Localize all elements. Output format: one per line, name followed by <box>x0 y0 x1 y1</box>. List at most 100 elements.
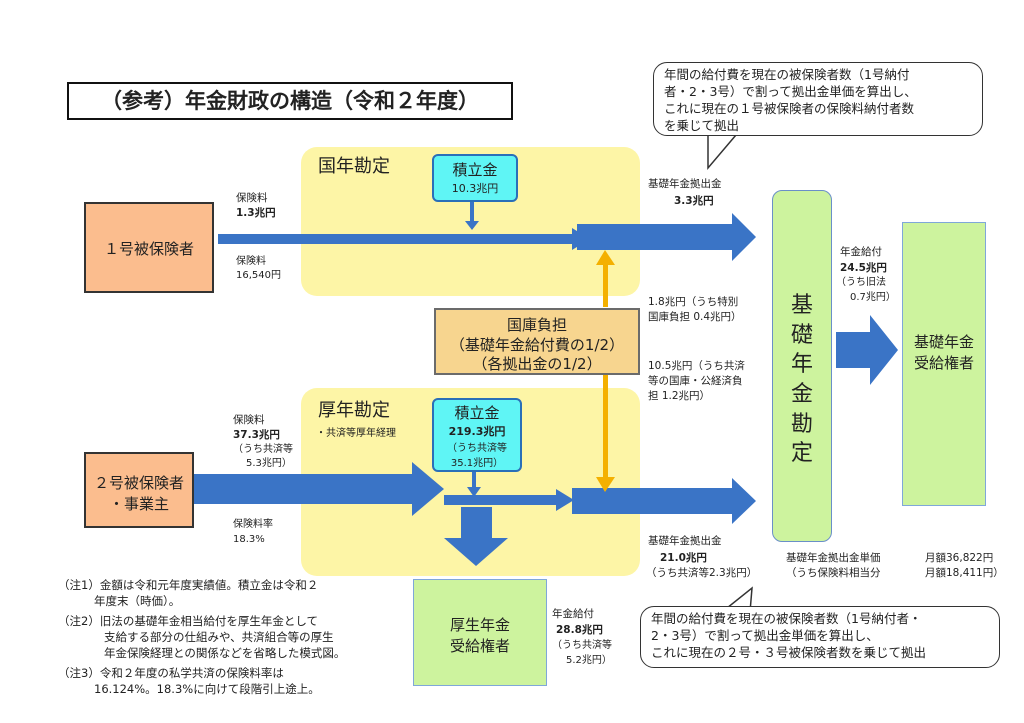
contribution-national-arrow <box>577 213 756 261</box>
note2-line2: 支給する部分の仕組みや、共済組合等の厚生 <box>104 630 334 644</box>
contribution-employee-note: （うち共済等2.3兆円） <box>646 567 758 579</box>
contribution-employee-value: 21.0兆円 <box>660 552 707 564</box>
insured1-label: １号被保険者 <box>103 240 194 258</box>
basic-account-char-2: 礎 <box>790 322 813 348</box>
unit-price-label2: （うち保険料相当分 <box>786 567 881 579</box>
employee-recipients-box: 厚生年金 受給権者 <box>413 579 547 686</box>
national-reserve-box: 積立金 10.3兆円 <box>432 154 518 202</box>
note1-line1: （注1）金額は令和元年度実績値。積立金は令和２ <box>58 578 319 592</box>
bubble-top-line1: 年間の給付費を現在の被保険者数（1号納付 <box>664 67 910 82</box>
bubble-bottom-line2: 2・3号）で割って拠出金単価を算出し、 <box>651 627 879 643</box>
bubble-top: 年間の給付費を現在の被保険者数（1号納付 者・2・3号）で割って拠出金単価を算出… <box>653 62 983 136</box>
inner-arrowhead <box>556 489 574 511</box>
basic-recipients-box: 基礎年金 受給権者 <box>902 222 986 506</box>
employee-benefit-note2: 5.2兆円） <box>566 655 612 666</box>
basic-account-char-5: 勘 <box>790 411 813 437</box>
contribution-employee-arrow <box>572 478 756 524</box>
page-title: （参考）年金財政の構造（令和２年度） <box>67 82 513 120</box>
insured1-box: １号被保険者 <box>84 202 214 293</box>
kokko-line2: （基礎年金給付費の1/2） <box>449 335 625 354</box>
bubble-top-line2: 者・2・3号）で割って拠出金単価を算出し、 <box>664 83 917 99</box>
basic-benefit-arrow <box>836 315 898 385</box>
employee-reserve-note2: 35.1兆円） <box>450 458 504 469</box>
note2-line3: 年金保険経理との関係などを省略した模式図。 <box>104 646 346 660</box>
note2-line1: （注2）旧法の基礎年金相当給付を厚生年金として <box>58 614 318 628</box>
insured2-label-line1: ２号被保険者 <box>93 474 184 492</box>
kokko-box: 国庫負担 （基礎年金給付費の1/2） （各拠出金の1/2） <box>434 308 640 375</box>
kokko-down-arrow-shaft <box>603 375 608 480</box>
employee-reserve-box: 積立金 219.3兆円 （うち共済等 35.1兆円） <box>432 398 522 472</box>
employee-benefit-arrow <box>444 507 508 566</box>
unit-price-value1: 月額36,822円 <box>925 552 994 564</box>
kokko-up-arrowhead <box>596 250 615 265</box>
insured2-premium-note2: 5.3兆円） <box>246 458 292 469</box>
national-reserve-label: 積立金 <box>452 161 498 179</box>
kokko-line1: 国庫負担 <box>506 316 567 334</box>
note3-line2: 16.124%。18.3%に向けて段階引上途上。 <box>94 682 320 696</box>
employee-account-sublabel: ・共済等厚年経理 <box>316 428 396 439</box>
bubble-bottom-line3: これに現在の２号・３号被保険者数を乗じて拠出 <box>651 644 927 660</box>
employee-recipients-line1: 厚生年金 <box>449 616 510 634</box>
contribution-national-value: 3.3兆円 <box>674 195 714 207</box>
kokko-lower-note2: 等の国庫・公経済負 <box>648 375 743 387</box>
employee-reserve-value: 219.3兆円 <box>448 425 506 438</box>
kokko-lower-note3: 担 1.2兆円） <box>648 390 711 402</box>
national-account-label: 国年勘定 <box>318 156 390 177</box>
insured2-label-line2: ・事業主 <box>108 495 169 513</box>
basic-account-char-3: 年 <box>790 352 813 378</box>
basic-recipients-line1: 基礎年金 <box>913 333 974 351</box>
reserve2-arrowhead <box>467 487 481 497</box>
insured1-monthly-label: 保険料 <box>236 256 266 267</box>
kokko-up-arrow-shaft <box>603 262 608 307</box>
employee-reserve-note1: （うち共済等 <box>447 443 507 454</box>
basic-account-box: 基 礎 年 金 勘 定 <box>772 190 832 542</box>
kokko-line3: （各拠出金の1/2） <box>472 355 602 373</box>
employee-benefit-value: 28.8兆円 <box>556 624 603 636</box>
basic-account-char-6: 定 <box>790 441 813 467</box>
premium2-arrow <box>193 462 444 516</box>
insured1-premium-value: 1.3兆円 <box>236 207 276 219</box>
basic-account-char-4: 金 <box>790 382 813 408</box>
employee-account-label: 厚年勘定 <box>318 400 390 421</box>
insured2-premium-value: 37.3兆円 <box>233 429 280 441</box>
national-reserve-value: 10.3兆円 <box>451 182 499 195</box>
basic-benefit-label: 年金給付 <box>840 246 882 258</box>
basic-recipients-line2: 受給権者 <box>913 354 974 372</box>
bubble-bottom: 年間の給付費を現在の被保険者数（1号納付者・ 2・3号）で割って拠出金単価を算出… <box>640 606 1000 668</box>
insured2-rate-value: 18.3% <box>233 534 265 545</box>
employee-benefit-note1: （うち共済等 <box>552 640 612 651</box>
basic-account-char-1: 基 <box>790 293 813 318</box>
kokko-lower-note1: 10.5兆円（うち共済 <box>648 360 745 372</box>
insured2-premium-note1: （うち共済等 <box>233 444 293 455</box>
basic-benefit-note1: （うち旧法 <box>836 277 886 288</box>
insured1-monthly-value: 16,540円 <box>236 270 281 281</box>
reserve2-arrow-shaft <box>472 472 476 488</box>
insured1-premium-label: 保険料 <box>236 192 268 204</box>
reserve1-arrow-shaft <box>470 202 474 222</box>
unit-price-label1: 基礎年金拠出金単価 <box>786 552 881 564</box>
basic-benefit-value: 24.5兆円 <box>840 262 887 274</box>
note3-line1: （注3）令和２年度の私学共済の保険料率は <box>58 666 284 680</box>
kokko-down-arrowhead <box>596 477 615 492</box>
employee-benefit-label: 年金給付 <box>552 608 594 620</box>
bubble-top-line4: を乗じて拠出 <box>664 117 740 133</box>
contribution-national-label: 基礎年金拠出金 <box>648 178 722 190</box>
inner-arrow-shaft <box>444 495 558 505</box>
insured2-premium-label: 保険料 <box>233 414 265 426</box>
basic-benefit-note2: 0.7兆円） <box>850 292 896 303</box>
kokko-upper-note1: 1.8兆円（うち特別 <box>648 296 739 308</box>
employee-reserve-label: 積立金 <box>454 404 500 422</box>
bubble-top-tail <box>707 134 738 171</box>
note1-line2: 年度末（時価）。 <box>94 594 181 608</box>
employee-recipients-line2: 受給権者 <box>449 637 510 655</box>
contribution-employee-label: 基礎年金拠出金 <box>648 535 722 547</box>
bubble-top-line3: これに現在の１号被保険者の保険料納付者数 <box>664 100 915 116</box>
insured2-box: ２号被保険者 ・事業主 <box>84 452 194 528</box>
premium1-arrow-shaft <box>218 234 574 244</box>
bubble-bottom-line1: 年間の給付費を現在の被保険者数（1号納付者・ <box>651 611 922 626</box>
insured2-rate-label: 保険料率 <box>233 519 273 530</box>
unit-price-value2: 月額18,411円） <box>925 567 1004 579</box>
reserve1-arrowhead <box>465 221 479 230</box>
kokko-upper-note2: 国庫負担 0.4兆円） <box>648 311 742 323</box>
